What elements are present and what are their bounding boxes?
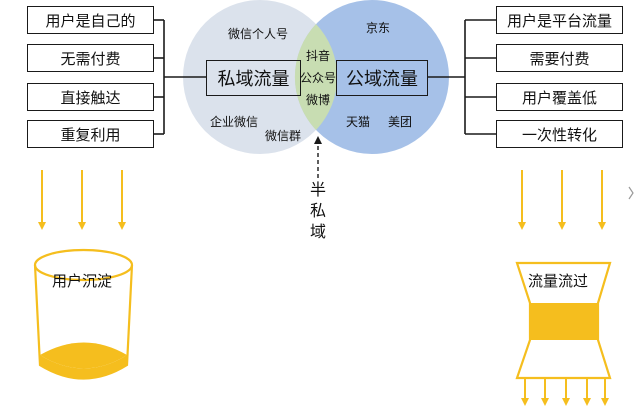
right-feature-3: 用户覆盖低 bbox=[496, 83, 623, 111]
overlap-region bbox=[294, 24, 338, 130]
semi-private-char-1: 半 bbox=[310, 180, 327, 199]
right-feature-4: 一次性转化 bbox=[496, 120, 623, 148]
left-bracket bbox=[154, 19, 206, 135]
private-domain-title: 私域流量 bbox=[206, 60, 301, 96]
private-domain-bottom-left-label: 企业微信 bbox=[210, 115, 259, 129]
public-domain-bottom-right-label: 美团 bbox=[388, 115, 413, 129]
overlap-label-1: 抖音 bbox=[306, 49, 331, 63]
user-retention-label: 用户沉淀 bbox=[52, 272, 113, 290]
semi-private-char-2: 私 bbox=[310, 201, 327, 220]
traffic-passthrough-label: 流量流过 bbox=[528, 272, 589, 290]
left-flow-arrows bbox=[38, 170, 126, 230]
right-feature-1: 用户是平台流量 bbox=[496, 6, 623, 34]
private-domain-bottom-right-label: 微信群 bbox=[265, 129, 302, 143]
private-domain-circle bbox=[183, 0, 337, 154]
public-domain-top-label: 京东 bbox=[366, 21, 391, 35]
left-feature-1: 用户是自己的 bbox=[27, 6, 154, 34]
left-feature-2: 无需付费 bbox=[27, 44, 154, 72]
right-feature-2: 需要付费 bbox=[496, 44, 623, 72]
right-bracket bbox=[428, 19, 496, 135]
traffic-passthrough-container bbox=[515, 261, 612, 406]
public-domain-bottom-left-label: 天猫 bbox=[346, 115, 371, 129]
public-domain-circle bbox=[295, 0, 449, 154]
right-flow-arrows bbox=[518, 170, 606, 230]
user-retention-container bbox=[33, 248, 134, 380]
left-feature-3: 直接触达 bbox=[27, 83, 154, 111]
left-feature-4: 重复利用 bbox=[27, 120, 154, 148]
overlap-label-2: 公众号 bbox=[300, 71, 337, 85]
private-domain-top-label: 微信个人号 bbox=[228, 27, 289, 41]
overlap-label-3: 微博 bbox=[306, 93, 331, 107]
semi-private-char-3: 域 bbox=[310, 222, 327, 241]
chevron-right-icon bbox=[628, 186, 634, 200]
public-domain-title: 公域流量 bbox=[336, 60, 428, 96]
